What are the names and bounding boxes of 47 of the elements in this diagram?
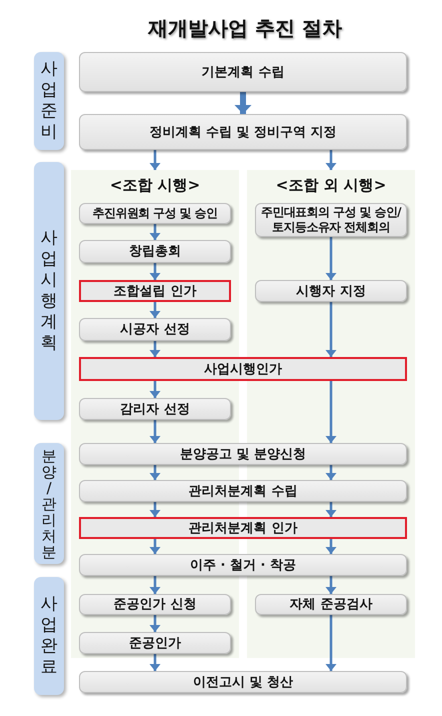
arrow bbox=[152, 263, 158, 280]
arrow bbox=[152, 539, 158, 554]
process-box: 감리자 선정 bbox=[79, 398, 231, 420]
arrow bbox=[328, 302, 334, 357]
arrow bbox=[328, 150, 334, 170]
arrow bbox=[152, 302, 158, 318]
column-heading: <조합 시행> bbox=[108, 176, 202, 194]
arrow bbox=[328, 502, 334, 517]
arrow bbox=[152, 576, 158, 594]
arrow bbox=[152, 341, 158, 357]
arrow bbox=[328, 576, 334, 594]
arrow bbox=[152, 420, 158, 443]
process-box: 분양공고 및 분양신청 bbox=[79, 443, 407, 465]
arrow bbox=[328, 465, 334, 480]
phase-band: 사업완료 bbox=[34, 577, 64, 695]
arrow bbox=[152, 654, 158, 671]
arrow bbox=[152, 150, 158, 170]
highlighted-box: 조합설립 인가 bbox=[79, 280, 231, 302]
arrow bbox=[152, 615, 158, 632]
arrow bbox=[152, 465, 158, 480]
process-box: 시공자 선정 bbox=[79, 318, 231, 341]
highlighted-box: 사업시행인가 bbox=[79, 357, 407, 381]
process-box: 정비계획 수립 및 정비구역 지정 bbox=[79, 114, 407, 150]
arrow bbox=[152, 502, 158, 517]
highlighted-box: 관리처분계획 인가 bbox=[79, 517, 407, 539]
process-box: 시행자 지정 bbox=[255, 280, 407, 302]
arrow bbox=[328, 539, 334, 554]
process-box: 이전고시 및 청산 bbox=[79, 671, 407, 693]
process-box: 자체 준공검사 bbox=[255, 594, 407, 615]
arrow bbox=[152, 224, 158, 240]
process-box: 주민대표회의 구성 및 승인/ 토지등소유자 전체회의 bbox=[255, 203, 407, 237]
process-box: 준공인가 신청 bbox=[79, 594, 231, 615]
process-box: 이주 · 철거 · 착공 bbox=[79, 554, 407, 576]
arrow bbox=[328, 237, 334, 280]
arrow bbox=[152, 381, 158, 398]
column-heading: <조합 외 시행> bbox=[274, 176, 388, 194]
process-box: 창립총회 bbox=[79, 240, 231, 263]
phase-band: 사업시행계획 bbox=[34, 162, 64, 420]
process-box: 추진위원회 구성 및 승인 bbox=[79, 203, 231, 224]
phase-band: 분양/관리처분 bbox=[34, 443, 64, 564]
process-box: 관리처분계획 수립 bbox=[79, 480, 407, 502]
title: 재개발사업 추진 절차 bbox=[146, 15, 343, 41]
arrow bbox=[328, 381, 334, 443]
process-box: 기본계획 수립 bbox=[79, 52, 407, 92]
arrow bbox=[328, 615, 334, 671]
phase-band: 사업준비 bbox=[34, 52, 64, 150]
process-box: 준공인가 bbox=[79, 632, 231, 654]
